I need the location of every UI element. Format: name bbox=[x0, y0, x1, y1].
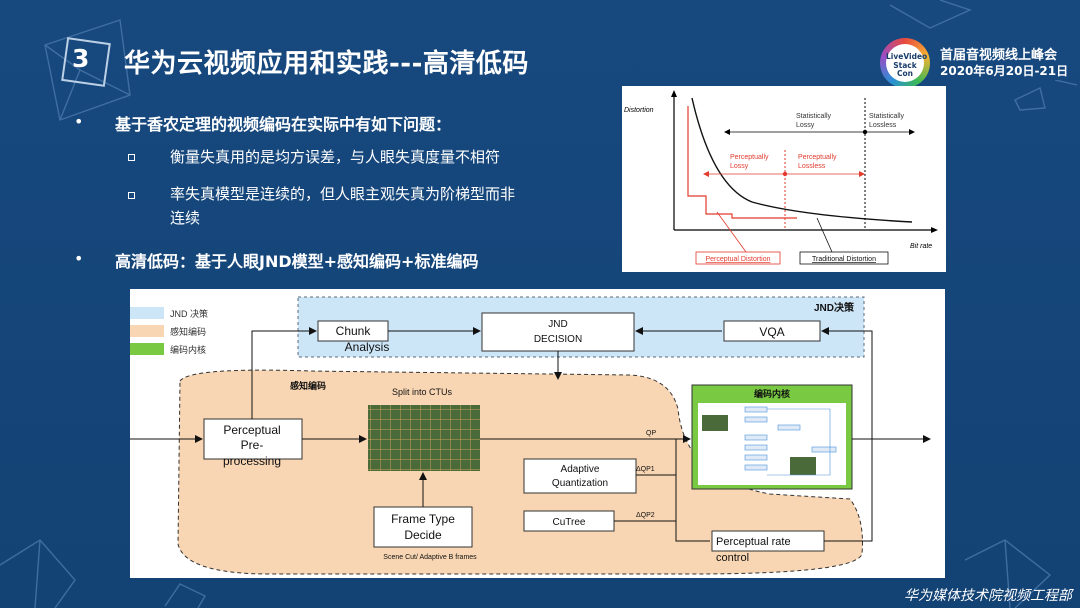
section-number: 3 bbox=[72, 44, 90, 73]
statistically-lossless-line-2: Lossless bbox=[869, 122, 897, 129]
ctu-frame-image bbox=[368, 405, 480, 471]
decorative-cube-right bbox=[1014, 80, 1078, 111]
jnd-decision-box bbox=[481, 312, 635, 352]
decorative-cube-bottom-center bbox=[164, 583, 206, 608]
perceptual-pointer bbox=[716, 211, 747, 253]
y-axis-arrow bbox=[671, 90, 677, 97]
sub-bullet-1: 衡量失真用的是均方误差，与人眼失真度量不相符 bbox=[170, 148, 501, 166]
perceptually-lossy-line-1: Perceptually bbox=[730, 154, 769, 161]
core-thumbnail bbox=[702, 415, 728, 431]
rd-chart-svg: Distortion Bit rate Statistically Lossy … bbox=[624, 90, 938, 265]
perceptually-lossy-line-2: Lossy bbox=[730, 163, 749, 170]
perceptual-preprocessing-box bbox=[203, 418, 303, 460]
legend-label-jnd: JND 决策 bbox=[170, 308, 208, 319]
vqa-box bbox=[723, 320, 821, 342]
cutree-label: CuTree bbox=[553, 517, 586, 528]
decorative-cube-bottom-right bbox=[964, 539, 1052, 608]
encoder-core-label: 编码内核 bbox=[754, 388, 790, 399]
flow-arrows bbox=[130, 327, 931, 542]
pre-label-1: Perceptual bbox=[223, 423, 280, 437]
x-axis-arrow bbox=[931, 227, 938, 233]
scene-cut-label: Scene Cut/ Adaptive B frames bbox=[383, 554, 477, 561]
statistical-arrow-head-left bbox=[724, 129, 730, 135]
legend-swatch-core bbox=[130, 343, 164, 355]
perceptually-lossless-line-1: Perceptually bbox=[798, 154, 837, 161]
diagram-svg: JND 决策 感知编码 编码内核 JND决策 感知编码 Chunk Analys… bbox=[130, 296, 931, 575]
traditional-distortion-label: Traditional Distortion bbox=[812, 256, 876, 263]
sub-bullet-2-line-1: 率失真模型是连续的，但人眼主观失真为阶梯型而非 bbox=[170, 185, 516, 203]
rate-label-1: Perceptual rate bbox=[716, 536, 791, 548]
decorative-cube-top-right bbox=[889, 0, 972, 29]
perceptual-distortion-box bbox=[695, 251, 781, 265]
ftd-label-1: Frame Type bbox=[391, 512, 455, 526]
footer-department: 华为媒体技术院视频工程部 bbox=[904, 588, 1072, 604]
perceptual-distortion-label: Perceptual Distortion bbox=[706, 256, 771, 263]
y-axis-label: Distortion bbox=[624, 107, 654, 114]
statistically-lossy-line-1: Statistically bbox=[796, 113, 832, 120]
statistical-arrow-head-right bbox=[909, 129, 915, 135]
dqp1-label: ΔQP1 bbox=[636, 466, 655, 473]
statistically-lossy-line-2: Lossy bbox=[796, 122, 815, 129]
perceptually-lossless-line-2: Lossless bbox=[798, 163, 826, 170]
slide-title: 华为云视频应用和实践---高清低码 bbox=[124, 49, 529, 79]
perceptual-region-label: 感知编码 bbox=[290, 380, 326, 391]
conference-logo: LiveVideo Stack Con bbox=[880, 38, 930, 88]
chunk-label-1: Chunk bbox=[336, 324, 372, 338]
bullet-dot: • bbox=[74, 112, 84, 131]
conference-logo-text: LiveVideo Stack Con bbox=[886, 44, 927, 82]
conference-date: 2020年6月20日-21日 bbox=[940, 64, 1069, 78]
bullet-1: 基于香农定理的视频编码在实际中有如下问题： bbox=[115, 115, 452, 134]
traditional-distortion-box bbox=[799, 251, 889, 265]
perceptual-region bbox=[177, 369, 863, 575]
bullet-dot: • bbox=[74, 249, 84, 268]
qp-label: QP bbox=[646, 430, 656, 437]
legend-label-perceptual: 感知编码 bbox=[170, 326, 206, 337]
x-axis-label: Bit rate bbox=[910, 243, 932, 250]
frame-type-decide-box bbox=[373, 506, 473, 548]
dqp2-label: ΔQP2 bbox=[636, 512, 655, 519]
decorative-cube-bottom-left bbox=[0, 539, 76, 608]
traditional-pointer bbox=[816, 217, 833, 253]
core-block-diagram bbox=[744, 406, 837, 476]
chunk-label-2: Analysis bbox=[345, 340, 390, 354]
pre-label-3: processing bbox=[223, 454, 281, 468]
split-ctu-label: Split into CTUs bbox=[392, 387, 453, 397]
core-thumbnail bbox=[790, 457, 816, 475]
aq-label-2: Quantization bbox=[552, 478, 608, 489]
jnd-decision-label-2: DECISION bbox=[534, 334, 582, 345]
traditional-distortion-curve bbox=[691, 97, 913, 223]
vqa-label: VQA bbox=[759, 325, 784, 339]
rate-label-2: control bbox=[716, 552, 749, 564]
legend-label-core: 编码内核 bbox=[170, 344, 206, 355]
adaptive-quantization-box bbox=[523, 458, 637, 494]
sub-bullet-marker bbox=[128, 154, 135, 161]
conference-name: 首届音视频线上峰会 bbox=[940, 48, 1058, 63]
aq-label-1: Adaptive bbox=[561, 464, 600, 475]
ftd-label-2: Decide bbox=[404, 528, 442, 542]
perceptual-arrow-head-left bbox=[703, 171, 709, 177]
perceptual-distortion-steps bbox=[687, 106, 797, 219]
sub-bullet-marker bbox=[128, 192, 135, 199]
bullet-2: 高清低码：基于人眼JND模型+感知编码+标准编码 bbox=[115, 252, 479, 271]
perceptual-arrow-head-right bbox=[859, 171, 865, 177]
decorative-cube-top-left bbox=[44, 19, 131, 121]
jnd-region-label: JND决策 bbox=[814, 301, 855, 314]
legend-swatch-jnd bbox=[130, 307, 164, 319]
sub-bullet-2-line-2: 连续 bbox=[170, 209, 201, 227]
rd-chart: Distortion Bit rate Statistically Lossy … bbox=[622, 86, 946, 272]
encoding-architecture-diagram: JND 决策 感知编码 编码内核 JND决策 感知编码 Chunk Analys… bbox=[130, 289, 945, 578]
pre-label-2: Pre- bbox=[241, 438, 264, 452]
legend-swatch-perceptual bbox=[130, 325, 164, 337]
jnd-decision-label-1: JND bbox=[548, 319, 567, 330]
statistically-lossless-line-1: Statistically bbox=[869, 113, 905, 120]
